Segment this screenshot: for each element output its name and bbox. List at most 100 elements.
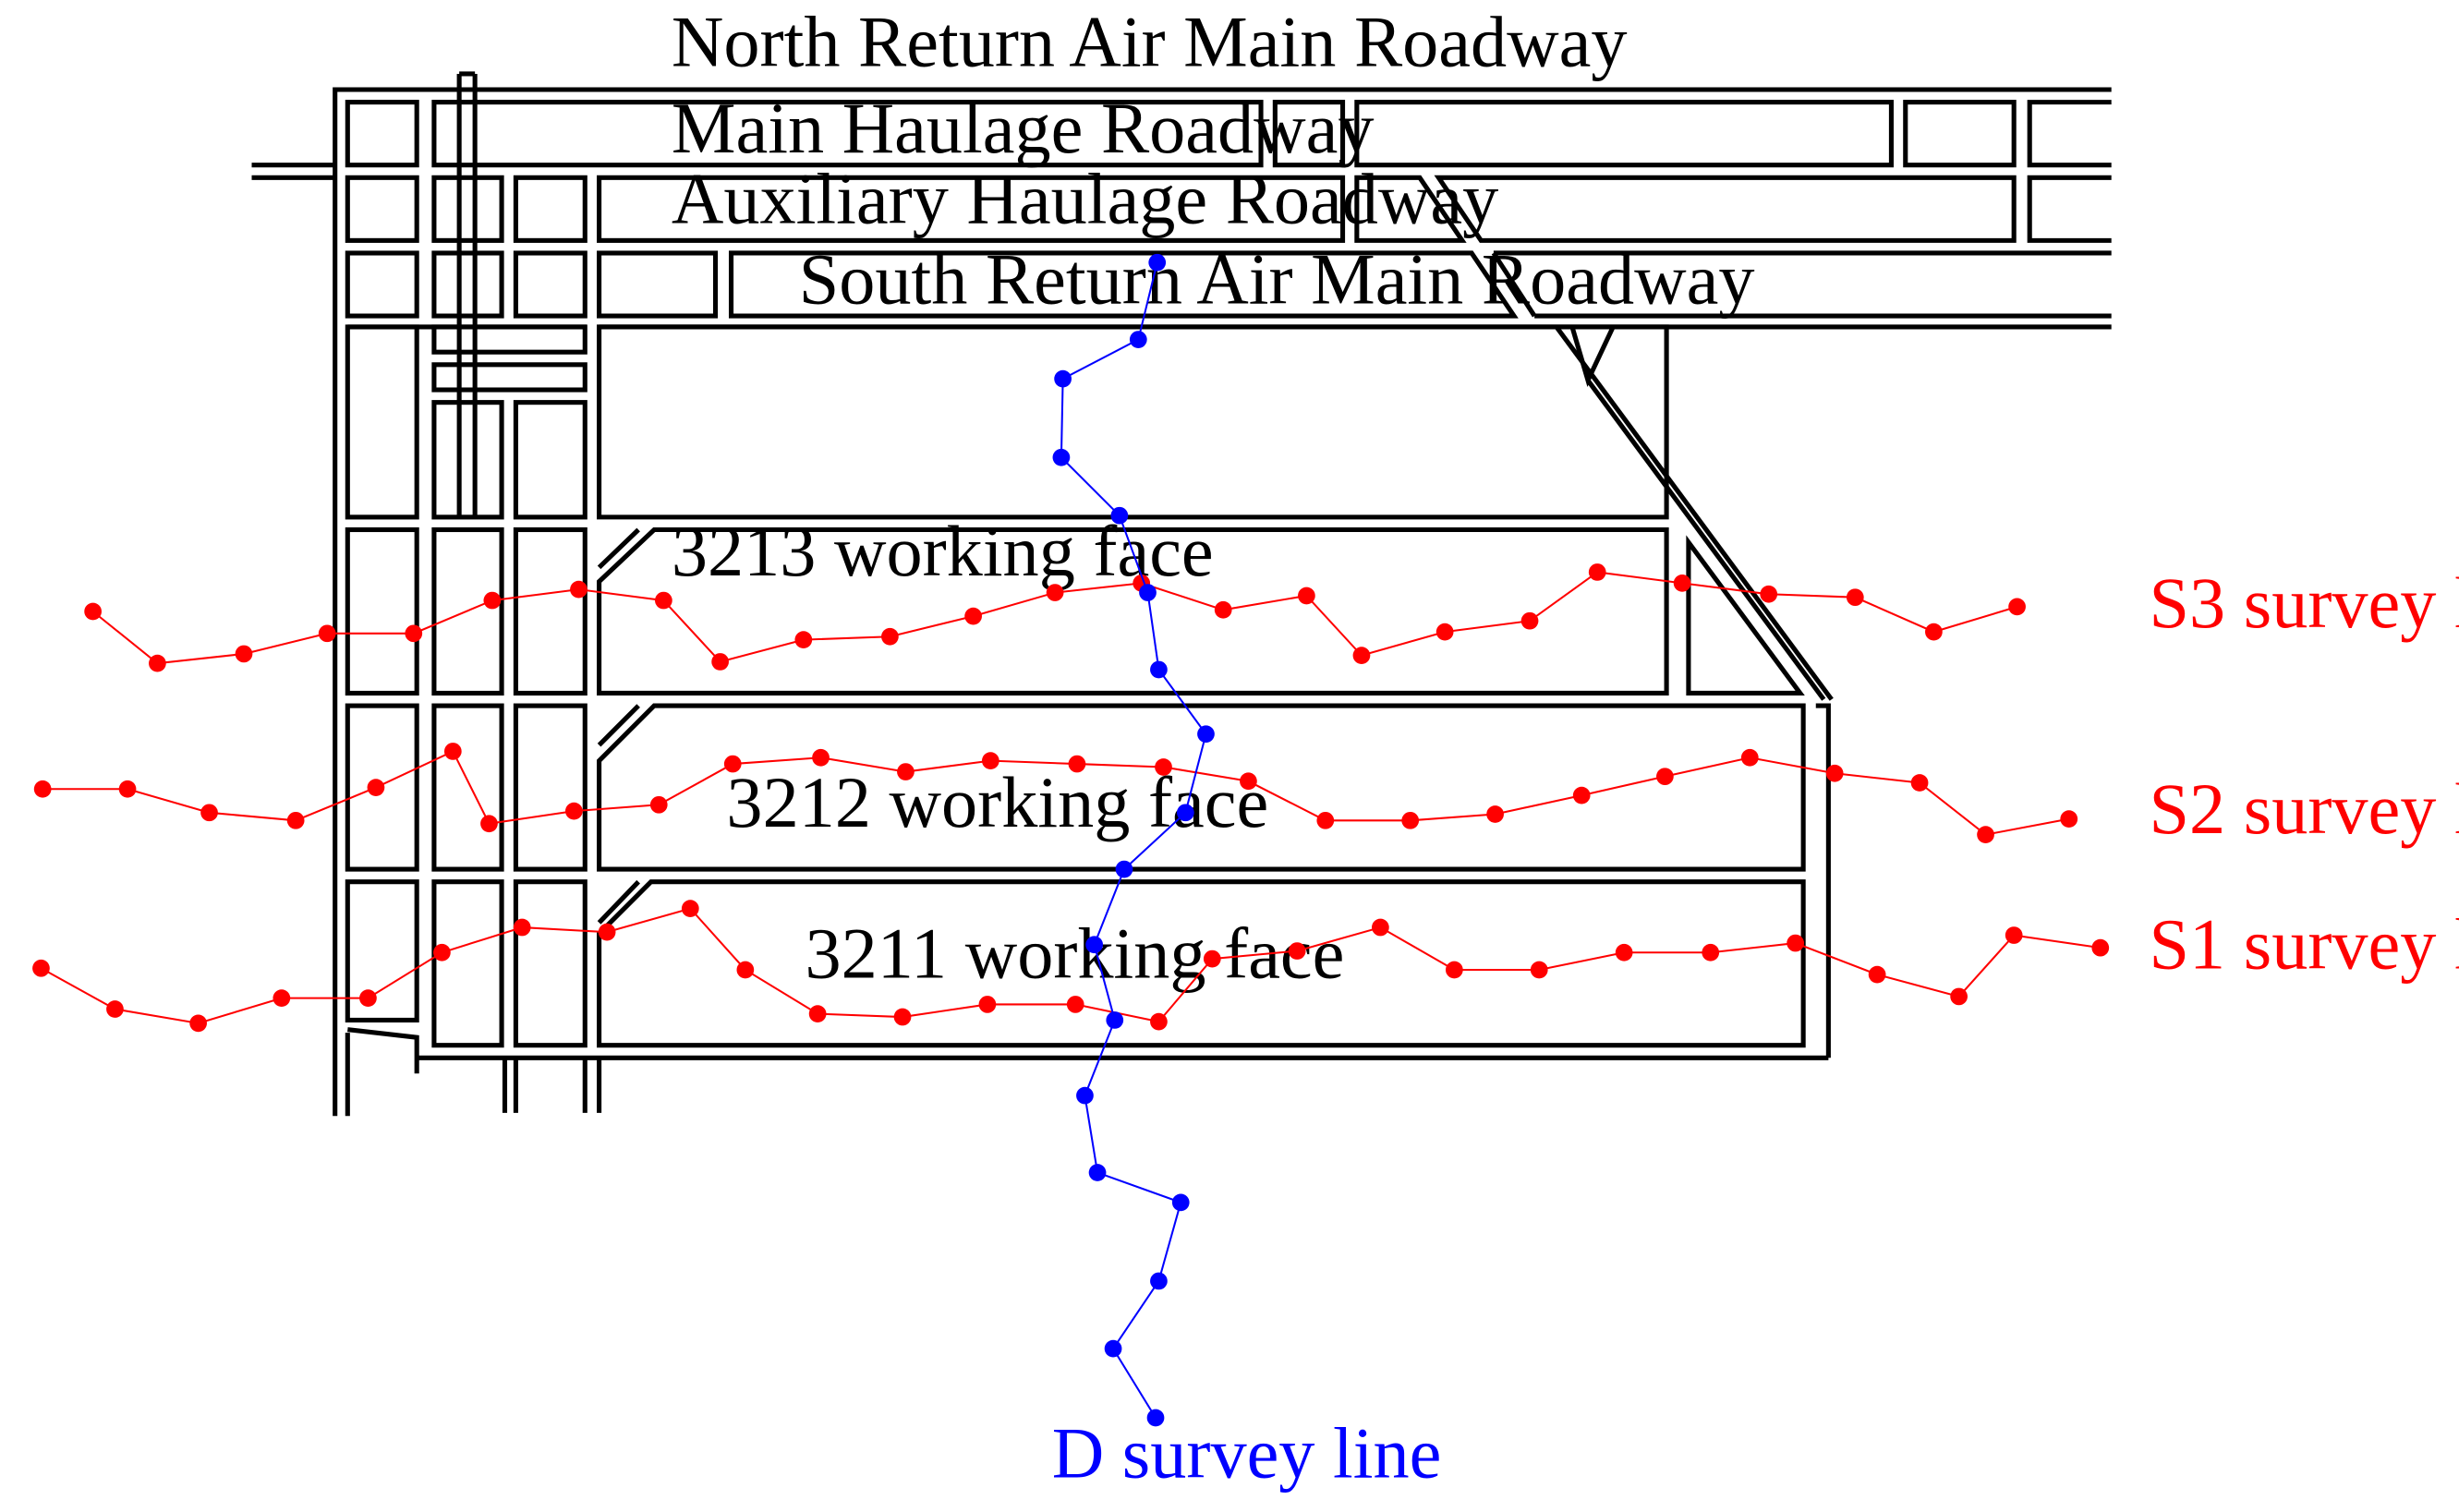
survey-point-s1-17 [1288, 942, 1306, 960]
pillar [345, 324, 419, 520]
survey-point-s3-1 [84, 602, 102, 621]
survey-point-d-14 [1088, 1164, 1107, 1181]
survey-point-d-16 [1150, 1272, 1168, 1290]
survey-point-s1-23 [1787, 934, 1804, 952]
main-haulage-label: Main Haulage Roadway [672, 88, 1375, 168]
pillar [513, 879, 587, 1048]
survey-point-s2-24 [1910, 774, 1929, 792]
survey-point-s1-11 [808, 1005, 827, 1023]
survey-point-s1-15 [1150, 1012, 1168, 1031]
survey-point-s2-20 [1572, 786, 1591, 804]
survey-point-s3-23 [1846, 588, 1864, 607]
diagonal-roadway [1585, 379, 1826, 701]
survey-point-s1-7 [513, 918, 531, 937]
d-survey-label: D survey line [1052, 1413, 1442, 1494]
survey-point-s2-18 [1401, 811, 1420, 829]
roadway-outline-north [333, 87, 2112, 1117]
survey-point-d-1 [1148, 253, 1167, 272]
survey-point-s3-5 [405, 624, 423, 643]
survey-labels: S3 survey line S2 survey line S1 survey … [1052, 562, 2459, 1494]
survey-point-s3-25 [2008, 598, 2026, 616]
survey-point-s1-2 [106, 1000, 124, 1018]
survey-point-s2-14 [1068, 755, 1086, 773]
diagonal-roadway [1569, 325, 1616, 387]
pillar [431, 175, 504, 243]
survey-point-s1-26 [2005, 926, 2023, 944]
survey-point-s2-23 [1825, 764, 1844, 782]
survey-point-s3-10 [794, 631, 813, 648]
survey-point-s3-16 [1298, 587, 1315, 605]
survey-point-s2-4 [286, 811, 305, 829]
pillar [597, 250, 719, 319]
survey-point-s2-17 [1316, 811, 1335, 829]
roadway-outline [1491, 251, 1537, 318]
working-face-3211-panel [597, 879, 1806, 1048]
survey-point-s1-1 [32, 959, 50, 977]
survey-point-s2-26 [2060, 810, 2078, 828]
survey-point-d-2 [1129, 331, 1147, 348]
survey-point-s1-8 [598, 923, 616, 941]
roadway-network [251, 71, 2112, 1117]
survey-point-s2-3 [200, 804, 218, 822]
survey-point-s3-21 [1673, 574, 1691, 592]
pillar [1354, 175, 1467, 243]
survey-line-s3 [84, 563, 2026, 672]
survey-point-s2-8 [565, 802, 583, 820]
s2-survey-label: S2 survey line [2150, 768, 2459, 849]
survey-point-d-5 [1110, 506, 1129, 525]
survey-point-s2-10 [723, 755, 742, 773]
survey-point-d-12 [1106, 1011, 1124, 1029]
survey-point-s1-27 [2091, 938, 2110, 957]
survey-point-s3-18 [1435, 623, 1454, 641]
pillar [513, 250, 587, 319]
pillar [431, 324, 587, 355]
survey-point-s2-15 [1155, 758, 1172, 776]
survey-point-s3-12 [964, 607, 982, 625]
survey-line-s1 [32, 900, 2110, 1033]
pillar [1903, 100, 2017, 168]
survey-point-d-8 [1197, 725, 1215, 744]
survey-point-d-4 [1052, 448, 1071, 466]
survey-point-d-17 [1104, 1339, 1122, 1358]
pillar [345, 526, 419, 696]
pillar [2027, 100, 2112, 168]
survey-point-s3-24 [1925, 623, 1943, 641]
roadway-outline [1815, 703, 1831, 1058]
pillar [431, 100, 1264, 168]
roadway-outline [597, 879, 640, 925]
survey-point-s2-5 [367, 779, 385, 796]
pillar [431, 526, 504, 696]
roadway-outline [597, 527, 640, 570]
survey-point-s3-19 [1520, 611, 1539, 630]
pillar [345, 703, 419, 872]
survey-point-d-11 [1085, 936, 1104, 954]
pillar-triangle [1686, 535, 1805, 696]
survey-point-s3-2 [149, 654, 166, 672]
pillar [431, 703, 504, 872]
pillar [431, 362, 587, 393]
pillar [345, 879, 419, 1023]
survey-point-d-3 [1054, 369, 1072, 388]
pillar [513, 526, 587, 696]
survey-point-s1-14 [1066, 996, 1084, 1013]
survey-point-s1-9 [681, 900, 699, 917]
survey-point-s1-3 [189, 1014, 207, 1033]
face-3211-label: 3211 working face [806, 913, 1345, 994]
pillar [431, 400, 504, 520]
pillar [345, 250, 419, 319]
pillar [345, 100, 419, 168]
survey-point-s3-11 [881, 627, 899, 646]
diagonal-roadway [1554, 325, 1834, 701]
survey-line-s2 [33, 743, 2078, 844]
pillar-large [597, 324, 1669, 520]
survey-point-s2-22 [1740, 748, 1759, 767]
survey-point-s1-13 [978, 996, 997, 1013]
pillar [728, 250, 1519, 319]
survey-point-s3-9 [711, 653, 729, 671]
survey-point-s3-7 [570, 580, 587, 599]
roadway-labels: North Return Air Main Roadway Main Haula… [672, 1, 1755, 993]
survey-point-d-15 [1171, 1193, 1190, 1212]
survey-point-s2-21 [1656, 768, 1674, 786]
